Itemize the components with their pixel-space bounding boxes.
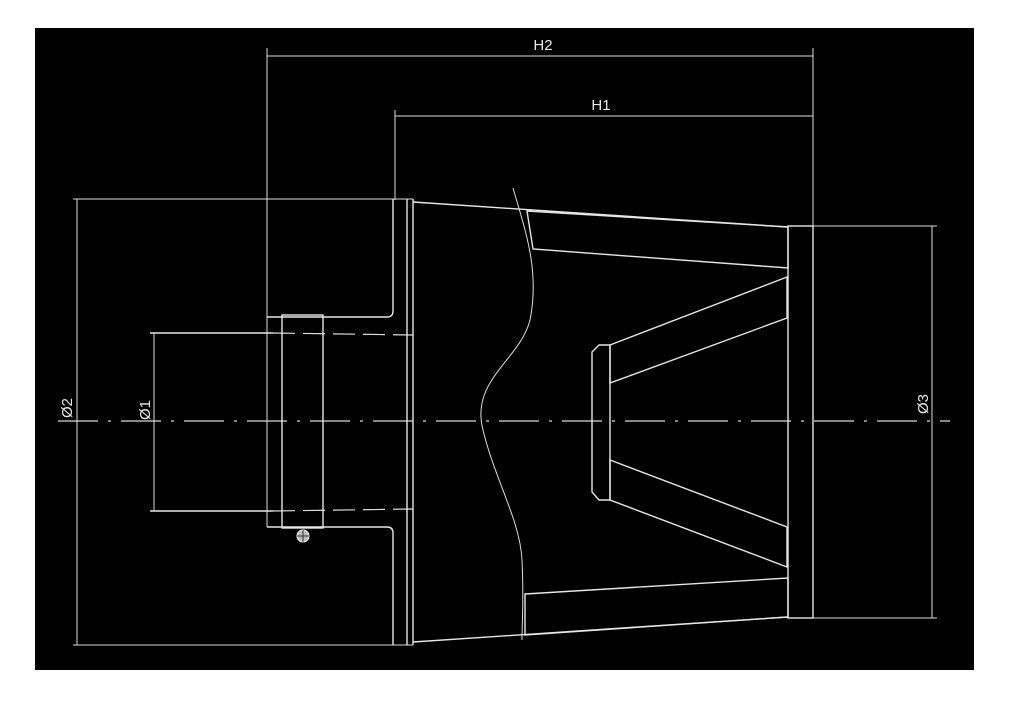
dimension-label-h2: H2 [533,37,552,54]
dimension-label-d3: Ø3 [915,394,932,414]
dimension-h2: H2 [266,37,814,527]
section-flange [787,225,814,619]
hub-body [267,199,414,645]
pin [281,314,324,529]
dimension-d1: Ø1 [137,332,414,512]
dimension-label-d1: Ø1 [137,400,154,420]
dimension-d3: Ø3 [813,225,937,619]
dimension-label-h1: H1 [591,97,610,114]
break-line [480,187,534,641]
dimension-d2: Ø2 [59,198,413,646]
dimension-h1: H1 [394,97,813,200]
section-cone-tip [591,344,611,501]
drawing-canvas [35,28,974,670]
dimension-label-d2: Ø2 [59,398,76,418]
